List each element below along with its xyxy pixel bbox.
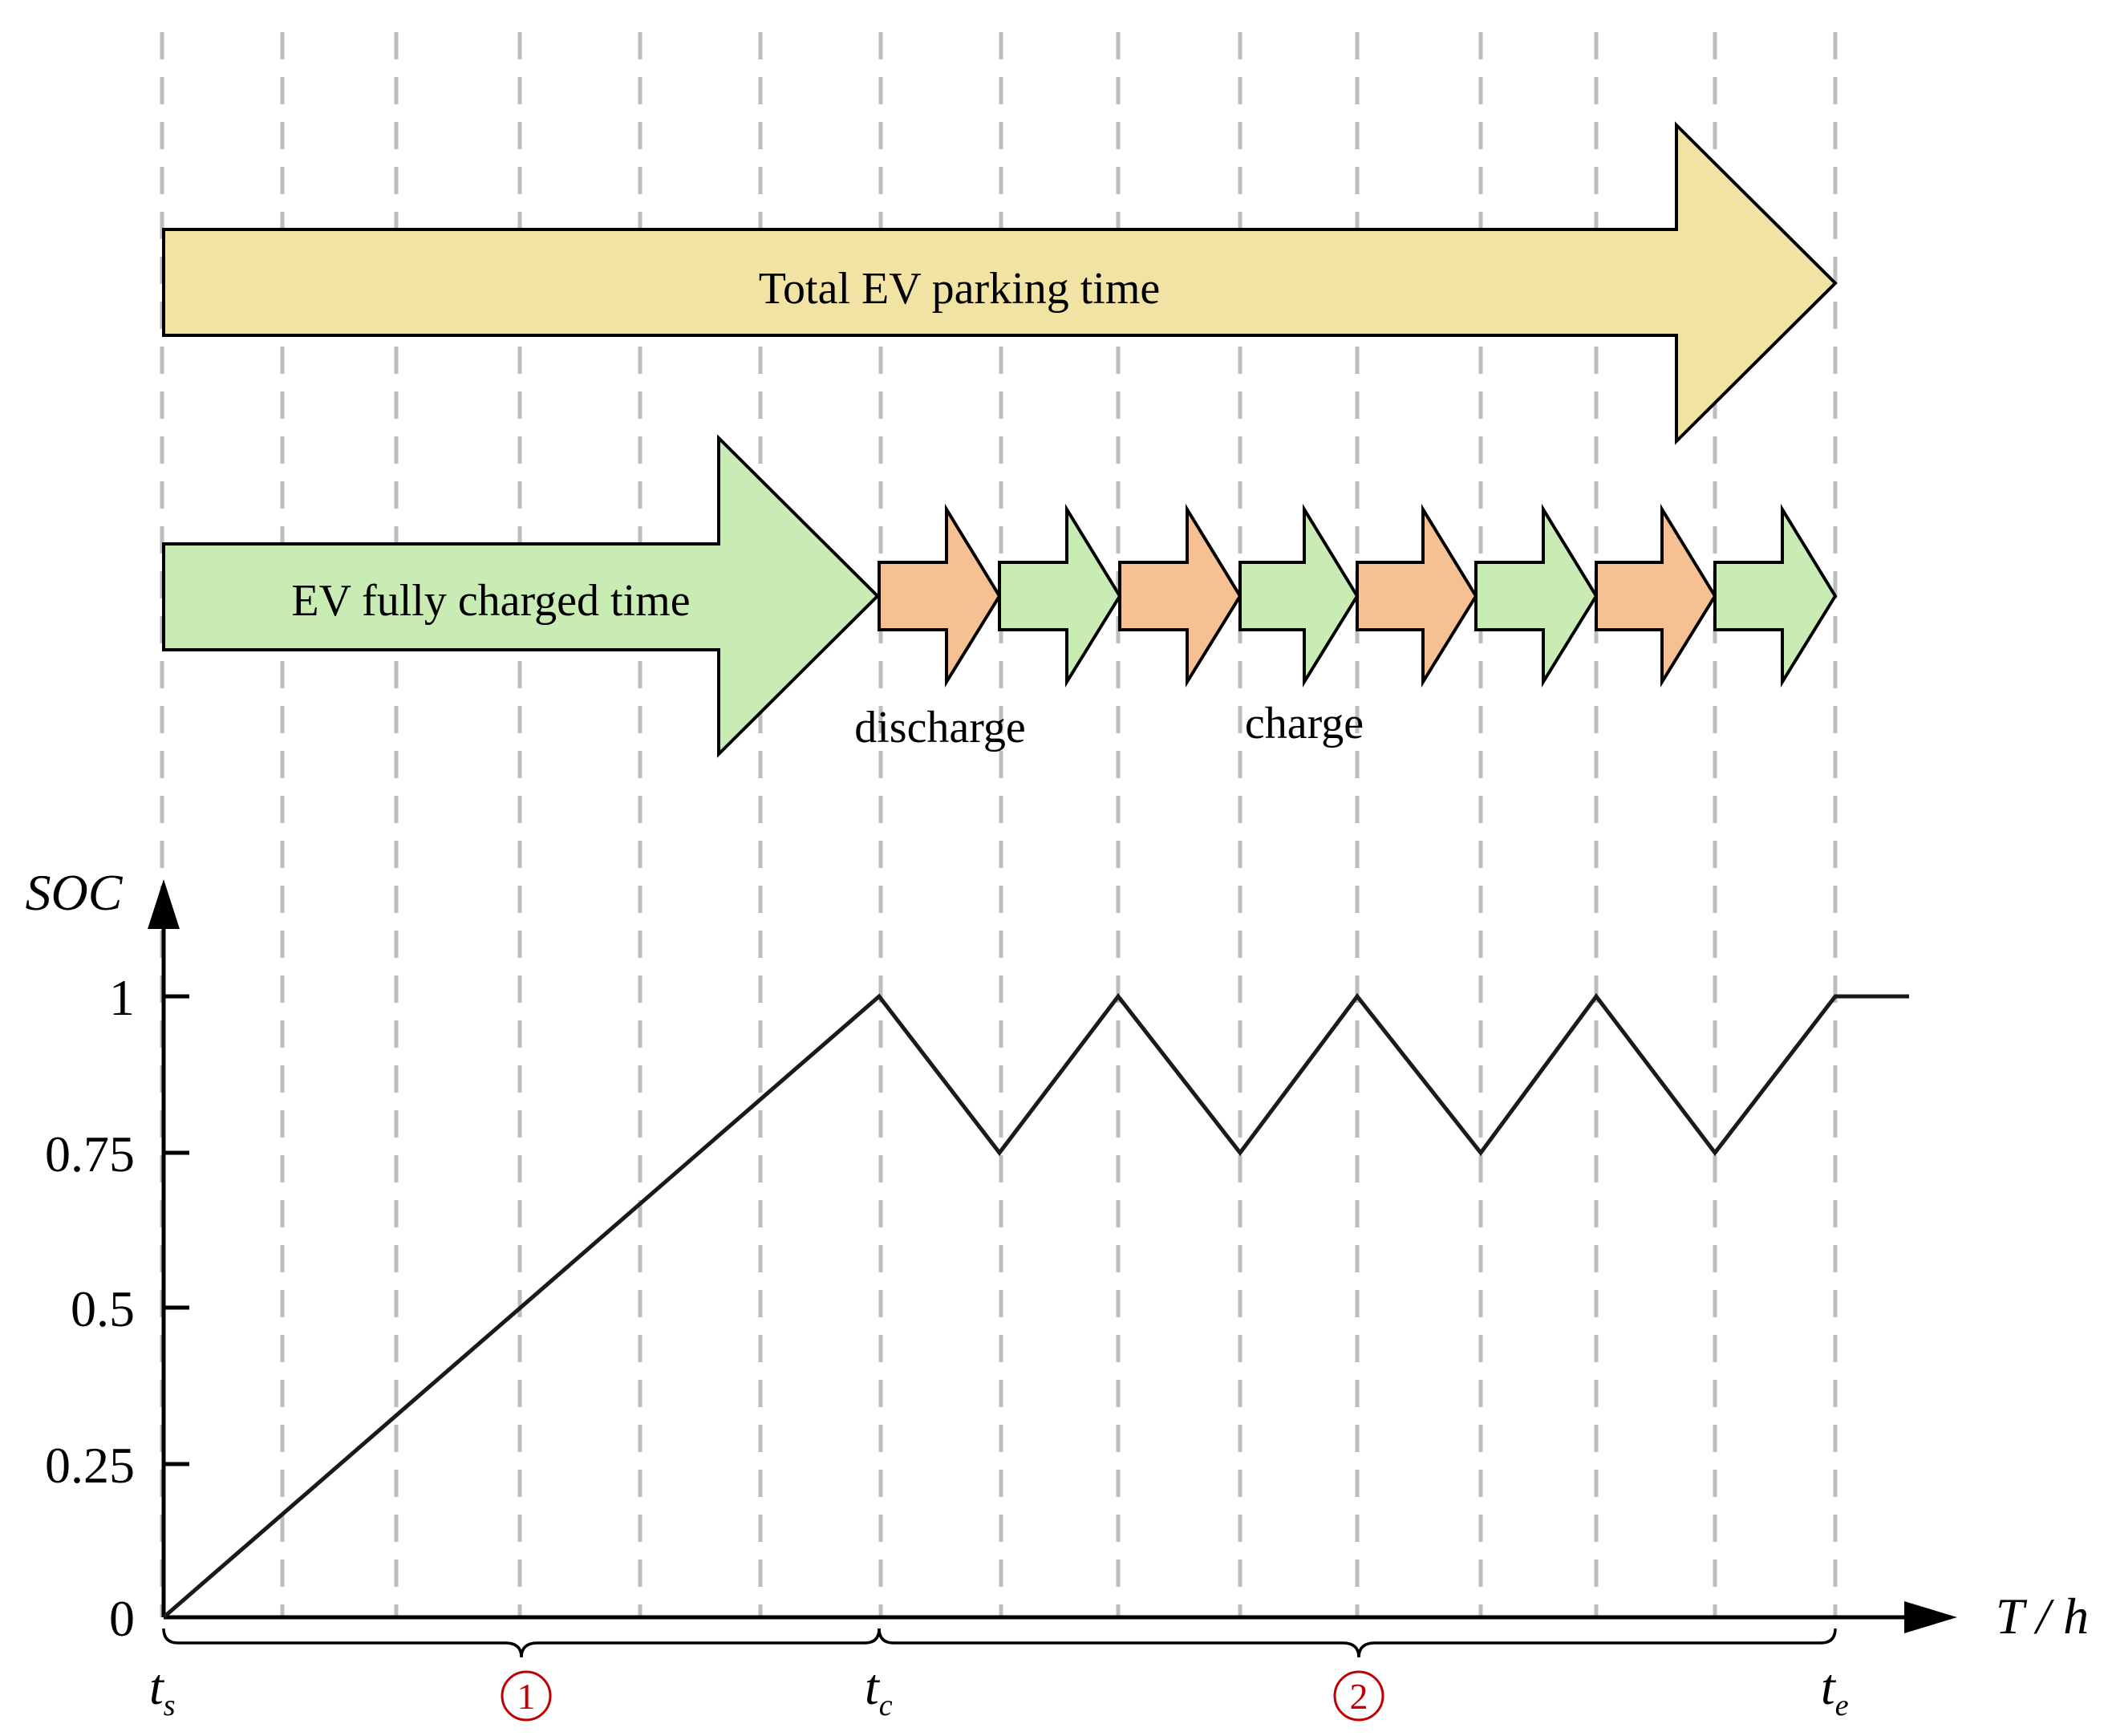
x-axis-label: T / h [1996,1588,2089,1645]
fully-charged-arrow: EV fully charged time [162,434,880,758]
y-tick-marks [164,994,189,1466]
charge-arrow [998,503,1122,688]
y-axis-arrowhead [148,879,180,929]
fully-charged-arrow-shape [162,434,880,758]
y-tick-label: 0.5 [71,1280,135,1337]
time-label-tc-sub: c [879,1689,893,1722]
axes [148,879,1957,1633]
discharge-arrow [878,503,1002,688]
fully-charged-label: EV fully charged time [291,576,690,626]
charge-arrow [1474,503,1599,688]
time-label-ts-main: t [149,1658,165,1715]
cycle-arrows [878,503,1838,688]
time-label-te-sub: e [1835,1689,1849,1722]
total-parking-arrow: Total EV parking time [162,121,1838,445]
phase-braces [162,1628,1837,1658]
phase-marker-1: 1 [501,1670,552,1722]
time-label-ts-sub: s [164,1689,176,1722]
time-label-te: te [1821,1658,1849,1722]
phase-marker-2-circle [1333,1670,1384,1722]
discharge-arrow [1595,503,1717,688]
brace-phase-2 [878,1628,1837,1658]
time-label-tc: tc [865,1658,893,1722]
y-tick-label: 1 [109,969,135,1026]
soc-curve [162,992,1909,1619]
gridlines [160,32,1838,1617]
discharge-arrow [1356,503,1478,688]
time-label-te-main: t [1821,1658,1837,1715]
total-parking-label: Total EV parking time [759,264,1161,314]
charge-label: charge [1245,699,1364,748]
discharge-arrow [1118,503,1242,688]
y-axis-label: SOC [26,864,124,921]
charge-arrow [1238,503,1360,688]
charge-arrow [1713,503,1838,688]
x-axis-arrowhead [1904,1601,1957,1633]
time-label-ts: ts [149,1658,176,1722]
phase-marker-2-number: 2 [1350,1676,1368,1717]
total-parking-arrow-shape [162,121,1838,445]
discharge-label: discharge [854,703,1026,752]
time-label-tc-main: t [865,1658,881,1715]
phase-marker-2: 2 [1333,1670,1384,1722]
y-tick-label: 0.25 [45,1437,135,1494]
y-tick-label: 0.75 [45,1126,135,1182]
phase-marker-1-number: 1 [517,1676,536,1717]
phase-marker-1-circle [501,1670,552,1722]
y-tick-labels: 1 0.75 0.5 0.25 0 [45,969,135,1647]
y-tick-label: 0 [109,1590,135,1647]
brace-phase-1 [162,1628,881,1658]
